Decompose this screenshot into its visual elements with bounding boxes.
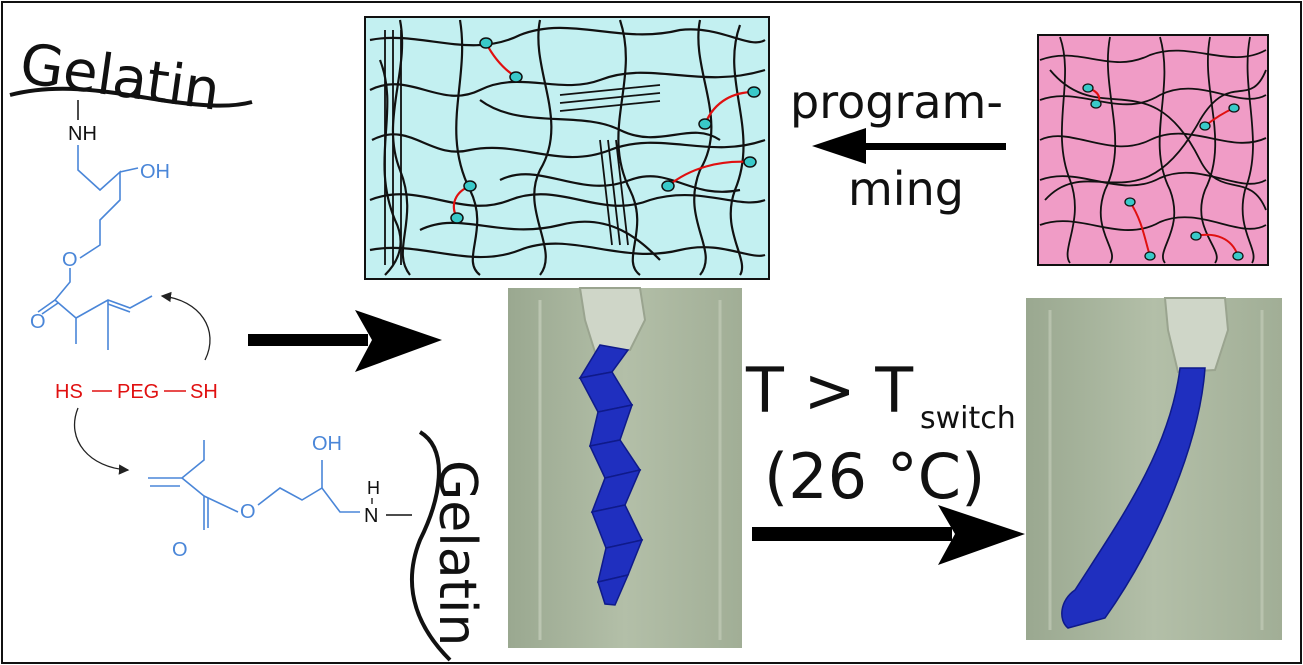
- glycidyl-chain-bottom: [148, 440, 360, 530]
- gelatin-label-bottom: Gelatin: [427, 460, 487, 646]
- helix-strip: [578, 344, 644, 606]
- o-ester-label-top: O: [62, 249, 78, 271]
- nh-label-top: NH: [68, 123, 97, 145]
- straight-strip: [1061, 367, 1206, 629]
- temperature-condition: T > T: [745, 354, 914, 427]
- photo-straight-strip: [1026, 297, 1282, 640]
- network-amorphous-chains: [1039, 36, 1267, 264]
- network-amorphous: [1037, 34, 1269, 266]
- network-amorphous-nodes: [1082, 83, 1244, 261]
- programming-arrow: [812, 128, 1006, 164]
- programming-label-line2: ming: [848, 162, 964, 216]
- sh-label: SH: [190, 381, 218, 403]
- oh-label-bottom: OH: [312, 433, 342, 455]
- programming-label-line1: program-: [790, 75, 1003, 129]
- photo-helical-strip: [508, 287, 742, 648]
- temperature-subscript: switch: [920, 401, 1016, 436]
- hs-label: HS: [55, 381, 83, 403]
- network-programmed-nodes: [450, 37, 761, 224]
- n-label-bottom: N: [364, 505, 378, 527]
- network-programmed-chains: [369, 19, 766, 276]
- glycidyl-chain-top: [37, 145, 153, 350]
- clamp-2: [1163, 297, 1230, 374]
- network-programmed: [364, 16, 770, 280]
- curved-arrow-up: [160, 291, 211, 361]
- gelatin-label-top: Gelatin: [16, 31, 224, 123]
- big-arrow-middle: [248, 310, 442, 372]
- h-label-bottom: H: [367, 478, 380, 498]
- temperature-value: (26 °C): [764, 440, 985, 513]
- peg-label: PEG: [117, 381, 159, 403]
- gelatin-backbone-top: [9, 86, 253, 108]
- curved-arrow-down: [73, 407, 130, 475]
- clamp-1: [578, 287, 647, 354]
- triple-helices: [384, 30, 661, 265]
- o-carbonyl-label-top: O: [30, 311, 46, 333]
- big-arrow-right: [752, 505, 1025, 565]
- gelatin-backbone-bottom: [410, 430, 452, 662]
- network-amorphous-box: [1037, 34, 1269, 266]
- o-carbonyl-label-bottom: O: [172, 539, 188, 561]
- o-ester-label-bottom: O: [240, 501, 256, 523]
- oh-label-top: OH: [140, 161, 170, 183]
